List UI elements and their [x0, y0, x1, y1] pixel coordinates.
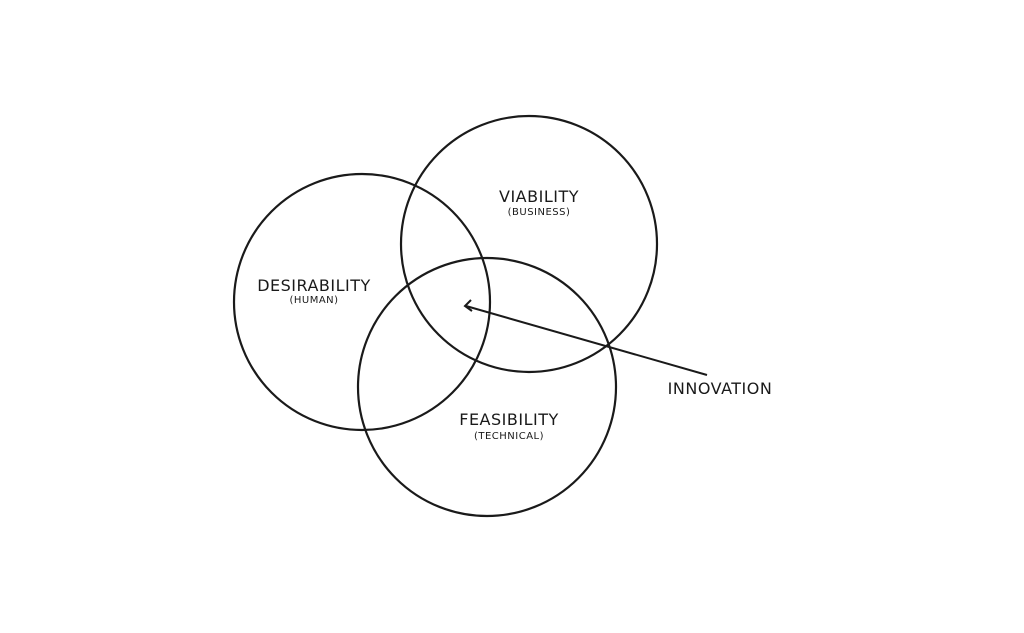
arrowhead-icon	[463, 299, 473, 312]
desirability-subtitle: (HUMAN)	[289, 295, 339, 306]
viability-title: VIABILITY	[499, 187, 579, 206]
feasibility-subtitle: (TECHNICAL)	[473, 431, 545, 442]
feasibility-title: FEASIBILITY	[459, 410, 559, 429]
innovation-arrow-line	[465, 305, 708, 376]
desirability-circle	[232, 172, 492, 432]
feasibility-circle	[356, 256, 618, 518]
innovation-label: INNOVATION	[667, 379, 773, 398]
viability-subtitle: (BUSINESS)	[507, 207, 571, 218]
viability-circle	[399, 114, 659, 374]
desirability-title: DESIRABILITY	[257, 276, 371, 295]
